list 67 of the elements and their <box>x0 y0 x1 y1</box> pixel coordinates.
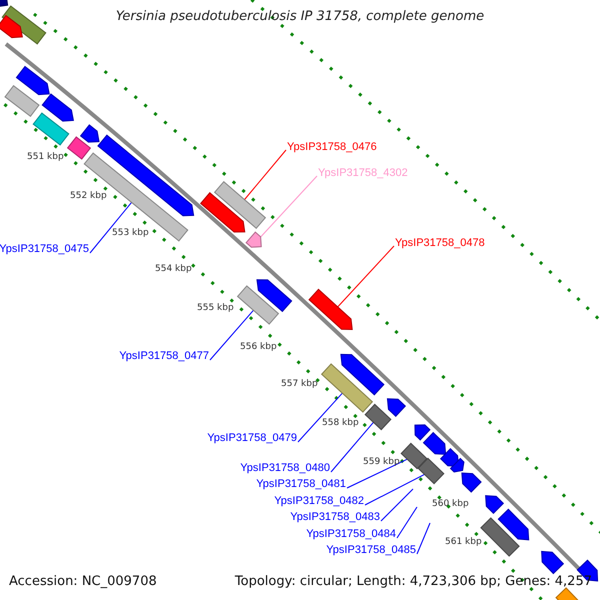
leader-line <box>330 422 374 472</box>
gene-segment <box>320 363 374 413</box>
scale-label: 561 kbp <box>445 538 482 547</box>
gene-segment <box>440 448 459 467</box>
scale-label: 551 kbp <box>27 153 64 162</box>
gene-segment <box>66 136 92 160</box>
leader-line <box>396 506 418 538</box>
gene-segment <box>461 472 482 493</box>
leader-line <box>90 202 132 254</box>
leader-line <box>337 246 394 308</box>
gene-segment <box>32 112 70 146</box>
gene-segment <box>16 66 50 96</box>
genome-stats-text: Topology: circular; Length: 4,723,306 bp; Genes: 4,257 <box>234 575 592 588</box>
gene-segment <box>245 231 262 248</box>
gene-segment <box>485 495 504 514</box>
gene-segment <box>364 404 392 430</box>
gene-label: YpsIP31758_0481 <box>256 479 346 490</box>
gene-segment <box>200 192 246 233</box>
scale-label: 555 kbp <box>197 304 234 313</box>
leader-line <box>380 488 414 522</box>
gene-label: YpsIP31758_0483 <box>290 512 380 523</box>
genome-title: Yersinia pseudotuberculosis IP 31758, complete genome <box>114 10 486 23</box>
leader-line <box>364 474 425 506</box>
gene-label: YpsIP31758_0485 <box>326 545 416 556</box>
scale-label: 552 kbp <box>70 192 107 201</box>
gene-segment <box>214 181 266 229</box>
scale-label: 560 kbp <box>432 500 469 509</box>
leader-line <box>244 150 286 200</box>
gene-segment <box>450 458 464 473</box>
gene-segment <box>256 279 292 312</box>
gene-segment <box>555 587 581 600</box>
gene-label: YpsIP31758_0479 <box>207 433 297 444</box>
leader-line <box>260 176 318 238</box>
gene-segment <box>308 288 353 330</box>
gene-segment <box>541 550 564 574</box>
scale-label: 553 kbp <box>112 229 149 238</box>
gene-label: YpsIP31758_0482 <box>274 496 364 507</box>
gene-label: YpsIP31758_0478 <box>395 238 485 249</box>
gene-segment <box>0 0 8 8</box>
gene-segment <box>498 508 530 540</box>
scale-label: 559 kbp <box>363 458 400 467</box>
gene-segment <box>422 432 446 455</box>
gene-label: YpsIP31758_0476 <box>287 142 377 153</box>
leader-line <box>416 522 430 554</box>
gene-segment <box>418 458 444 484</box>
gene-label: YpsIP31758_0477 <box>119 351 209 362</box>
leader-line <box>298 392 343 442</box>
gene-segment <box>80 124 100 143</box>
scale-label: 554 kbp <box>155 265 192 274</box>
gene-label: YpsIP31758_0484 <box>306 529 396 540</box>
gene-segment <box>386 398 406 417</box>
gene-segment <box>414 424 431 441</box>
leader-line <box>210 310 254 360</box>
gene-segment <box>480 517 520 557</box>
gene-segment <box>4 85 40 117</box>
leader-line <box>346 458 408 488</box>
gene-label: YpsIP31758_0480 <box>240 463 330 474</box>
gene-segment <box>340 354 385 396</box>
gene-segment <box>400 442 428 470</box>
scale-label: 558 kbp <box>322 419 359 428</box>
scale-label: 557 kbp <box>281 380 318 389</box>
scale-label: 556 kbp <box>240 343 277 352</box>
gene-segment <box>42 93 74 122</box>
gene-segment <box>0 14 23 38</box>
gene-segment <box>236 285 280 325</box>
accession-text: Accession: NC_009708 <box>9 575 157 588</box>
gene-label: YpsIP31758_4302 <box>318 168 408 179</box>
